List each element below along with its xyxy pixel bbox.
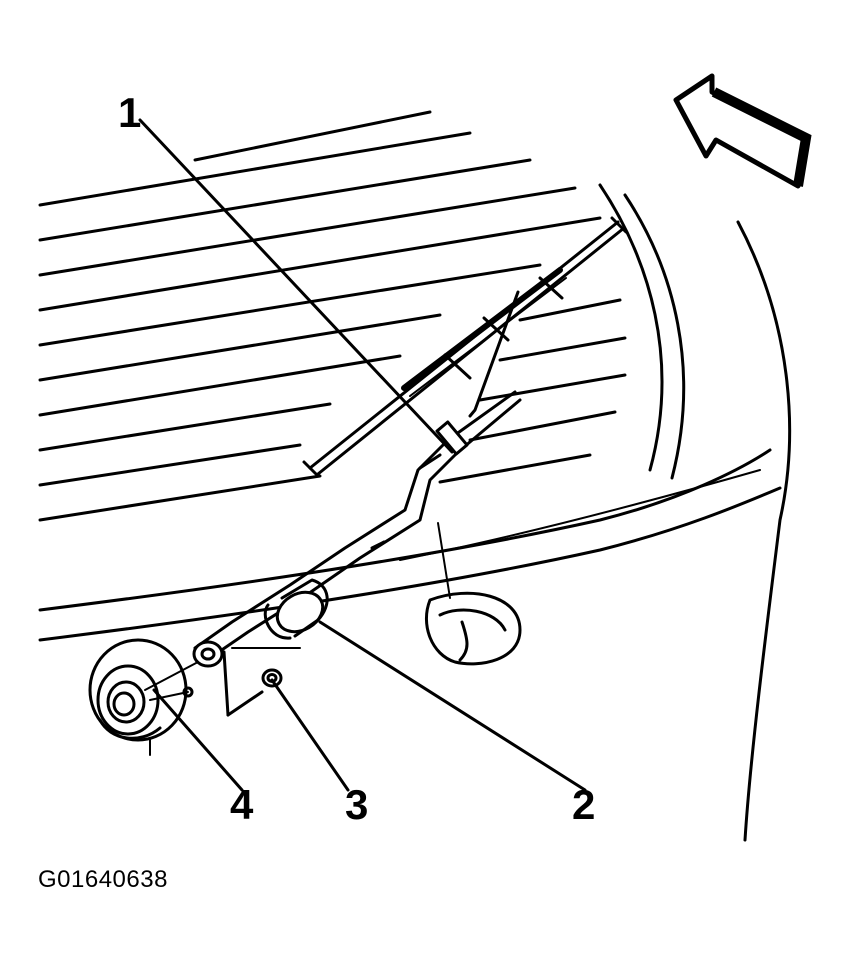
motor-shaft-grommet bbox=[88, 638, 199, 756]
pivot-cover bbox=[263, 578, 329, 640]
forward-arrow-icon bbox=[673, 73, 812, 189]
wiper-blade bbox=[302, 216, 628, 478]
figure-id: G01640638 bbox=[38, 866, 168, 893]
wiper-arm bbox=[193, 390, 522, 660]
rear-glass-hatching bbox=[38, 110, 627, 522]
leader-lines bbox=[138, 118, 587, 792]
washer-cap bbox=[425, 522, 522, 666]
callout-2: 2 bbox=[572, 781, 596, 828]
callout-1: 1 bbox=[118, 89, 142, 136]
spacer bbox=[192, 640, 224, 668]
callout-3: 3 bbox=[345, 781, 369, 828]
callout-4: 4 bbox=[230, 781, 254, 828]
liftgate-outline bbox=[38, 183, 792, 842]
